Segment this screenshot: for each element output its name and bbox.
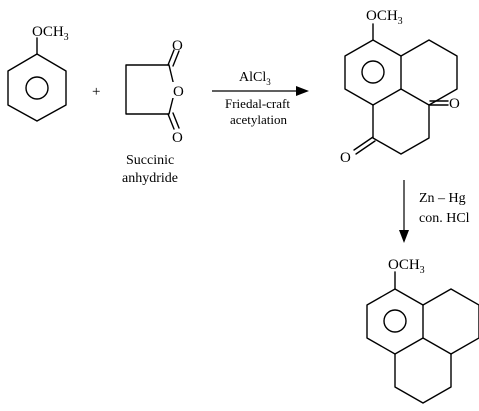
step2-arrow-group: Zn – Hg con. HCl — [399, 180, 470, 243]
intermediate-ketone-left-bond-2 — [355, 140, 376, 155]
anhydride-bottom-co-bond-2 — [172, 112, 180, 129]
product-aromatic-ring — [366, 288, 424, 355]
anisole-methoxy-label: OCH3 — [32, 24, 69, 43]
anhydride-top-co-bond-1 — [167, 49, 175, 66]
anhydride-bottom-oxygen: O — [172, 130, 183, 146]
step1-arrowhead — [296, 86, 309, 96]
succinic-label-line2: anhydride — [122, 171, 178, 186]
intermediate-keto-ring — [372, 104, 430, 155]
anhydride-bottom-co-bond-1 — [167, 113, 175, 130]
anhydride-top-oxygen: O — [172, 38, 183, 54]
step1-condition-line2: acetylation — [230, 112, 288, 127]
anisole-benzene-ring — [7, 53, 67, 122]
step2-arrowhead — [399, 230, 409, 243]
intermediate-molecule: OCH3 O O — [340, 8, 460, 166]
plus-sign: + — [92, 84, 100, 100]
step1-condition-line1: Friedal-craft — [225, 96, 290, 111]
step2-reagent-line2: con. HCl — [419, 211, 470, 226]
intermediate-ketone-right-oxygen: O — [449, 96, 460, 112]
anisole-aromatic-circle — [25, 76, 49, 100]
product-aromatic-circle — [383, 309, 407, 333]
intermediate-saturated-ring — [400, 39, 458, 106]
intermediate-aromatic-ring — [344, 39, 402, 106]
intermediate-methoxy-label: OCH3 — [366, 8, 403, 27]
intermediate-aromatic-circle — [361, 60, 385, 84]
anhydride-top-co-bond-2 — [172, 50, 180, 67]
anisole-molecule: OCH3 — [7, 24, 69, 122]
step1-arrow-group: AlCl3 Friedal-craft acetylation — [212, 70, 309, 127]
intermediate-ketone-left-oxygen: O — [340, 150, 351, 166]
product-saturated-ring — [422, 288, 479, 355]
succinic-anhydride-molecule: O O O Succinic anhydride — [122, 38, 185, 186]
product-lower-ring — [394, 353, 452, 404]
intermediate-ketone-left-bond-1 — [353, 136, 374, 151]
step2-reagent-line1: Zn – Hg — [419, 191, 466, 206]
anhydride-ring-oxygen: O — [173, 84, 184, 100]
anhydride-ring — [125, 64, 176, 115]
succinic-label-line1: Succinic — [126, 153, 174, 168]
product-methoxy-label: OCH3 — [388, 257, 425, 276]
step1-reagent-label: AlCl3 — [239, 70, 271, 87]
product-molecule: OCH3 — [366, 257, 479, 404]
